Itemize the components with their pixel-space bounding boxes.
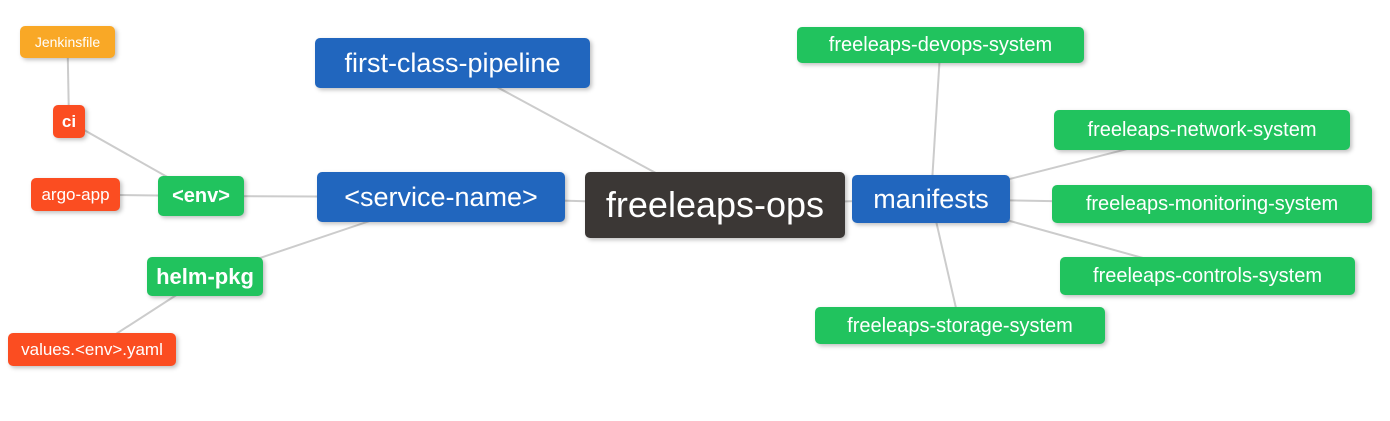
node-devops-system[interactable]: freeleaps-devops-system [797, 27, 1084, 63]
node-label: freeleaps-controls-system [1093, 265, 1322, 287]
node-argo-app[interactable]: argo-app [31, 178, 120, 211]
node-manifests[interactable]: manifests [852, 175, 1010, 223]
node-label: freeleaps-devops-system [828, 34, 1053, 56]
node-label: helm-pkg [156, 263, 254, 289]
node-first-class-pipeline[interactable]: first-class-pipeline [315, 38, 590, 88]
node-storage-system[interactable]: freeleaps-storage-system [815, 307, 1105, 344]
node-label: freeleaps-storage-system [847, 314, 1073, 337]
node-label: Jenkinsfile [34, 34, 101, 50]
node-label: freeleaps-monitoring-system [1085, 193, 1339, 215]
node-controls-system[interactable]: freeleaps-controls-system [1060, 257, 1355, 295]
node-label: ci [61, 112, 77, 131]
node-label: manifests [873, 183, 989, 214]
node-label: argo-app [41, 185, 110, 204]
node-label: freeleaps-ops [605, 184, 825, 225]
node-service-name[interactable]: <service-name> [317, 172, 565, 222]
node-monitoring-system[interactable]: freeleaps-monitoring-system [1052, 185, 1372, 223]
node-label: freeleaps-network-system [1087, 119, 1317, 141]
node-network-system[interactable]: freeleaps-network-system [1054, 110, 1350, 150]
node-env[interactable]: <env> [158, 176, 244, 216]
node-ci[interactable]: ci [53, 105, 85, 138]
node-values-env-yaml[interactable]: values.<env>.yaml [8, 333, 176, 366]
node-label: <env> [172, 185, 230, 207]
node-helm-pkg[interactable]: helm-pkg [147, 257, 263, 296]
node-jenkinsfile[interactable]: Jenkinsfile [20, 26, 115, 58]
edge-manifests-to-devops-system [930, 44, 942, 200]
node-freeleaps-ops[interactable]: freeleaps-ops [585, 172, 845, 238]
node-label: <service-name> [344, 181, 538, 212]
node-label: values.<env>.yaml [21, 340, 163, 359]
node-label: first-class-pipeline [344, 47, 561, 78]
